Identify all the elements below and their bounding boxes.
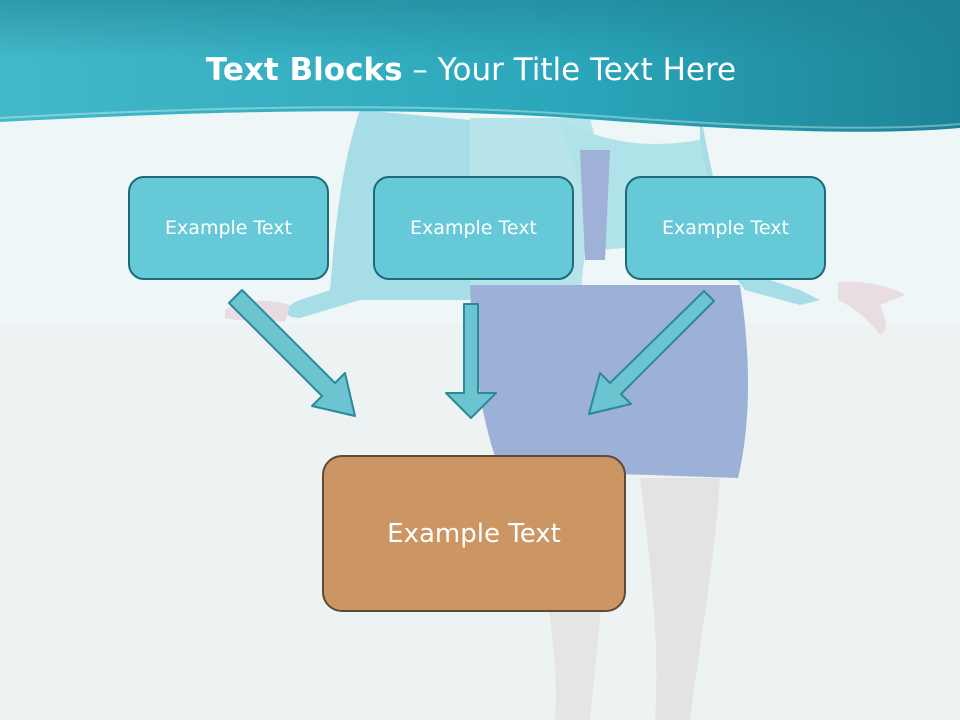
title-rest: Your Title Text Here — [437, 52, 737, 88]
bottom-box: Example Text — [322, 455, 626, 612]
bottom-box-label: Example Text — [387, 518, 561, 549]
top-box-3-label: Example Text — [662, 217, 789, 239]
title-dash: – — [402, 52, 438, 88]
arrow-center-down — [445, 303, 497, 419]
title-bold: Text Blocks — [205, 52, 403, 88]
top-box-1: Example Text — [128, 176, 329, 280]
top-box-3: Example Text — [625, 176, 826, 280]
top-box-2: Example Text — [373, 176, 574, 280]
slide-title: Text Blocks – Your Title Text Here — [0, 52, 942, 88]
arrow-right-diagonal — [588, 290, 715, 415]
top-box-2-label: Example Text — [410, 217, 537, 239]
top-box-1-label: Example Text — [165, 217, 292, 239]
arrow-left-diagonal — [228, 289, 356, 417]
